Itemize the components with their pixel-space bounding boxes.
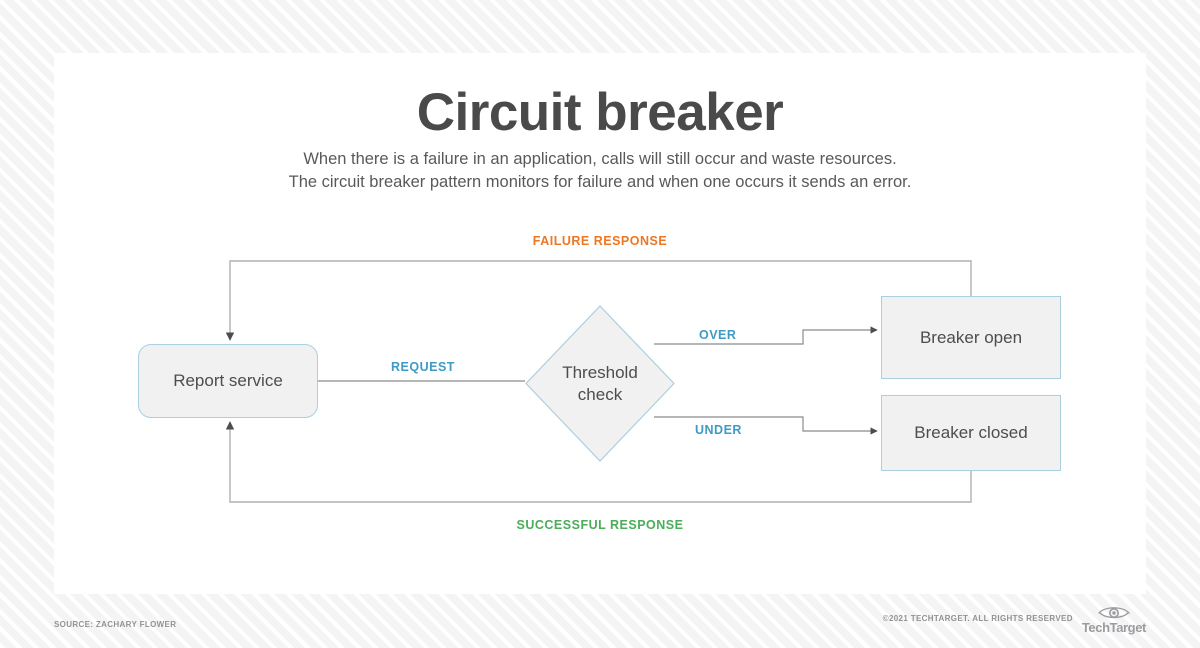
edge-failure-line (225, 260, 972, 341)
footer-right-group: ©2021 TECHTARGET. ALL RIGHTS RESERVED Te… (883, 604, 1146, 634)
node-threshold-check-label-line-1: Threshold (562, 362, 638, 382)
node-threshold-check[interactable]: Threshold check (525, 305, 675, 462)
edge-over-line (654, 326, 878, 345)
node-breaker-closed-label: Breaker closed (914, 423, 1028, 442)
node-breaker-open-label: Breaker open (919, 327, 1023, 347)
subtitle-line-1: When there is a failure in an applicatio… (303, 150, 897, 168)
node-threshold-check-label: Threshold check (525, 305, 675, 462)
source-credit: SOURCE: ZACHARY FLOWER (54, 620, 177, 629)
edge-label-request: REQUEST (391, 360, 455, 374)
edge-under-line (654, 416, 878, 435)
subtitle-line-2: The circuit breaker pattern monitors for… (288, 173, 912, 192)
page-subtitle: When there is a failure in an applicatio… (54, 148, 1146, 195)
techtarget-logo: TechTarget (1082, 604, 1146, 634)
edge-label-failure-response: FAILURE RESPONSE (532, 234, 668, 248)
node-breaker-open[interactable]: Breaker open (881, 296, 1061, 379)
node-report-service[interactable]: Report service (138, 344, 318, 418)
page-title: Circuit breaker (416, 83, 784, 142)
techtarget-wordmark: TechTarget (1081, 620, 1147, 635)
edge-label-over: OVER (699, 328, 737, 342)
node-breaker-closed[interactable]: Breaker closed (881, 395, 1061, 471)
eye-icon (1098, 607, 1130, 619)
edge-label-under: UNDER (695, 423, 742, 437)
edge-successful-line (225, 421, 972, 503)
copyright-text: ©2021 TECHTARGET. ALL RIGHTS RESERVED (882, 613, 1073, 623)
content-card: Circuit breaker When there is a failure … (54, 53, 1146, 594)
circuit-breaker-diagram: Report service Threshold check Breaker o… (54, 53, 1146, 594)
diamond-shape (525, 305, 675, 462)
edge-label-successful-response: SUCCESSFUL RESPONSE (516, 518, 684, 532)
connector-lines (225, 260, 972, 503)
node-threshold-check-label-line-2: check (577, 384, 623, 404)
node-report-service-label: Report service (173, 371, 283, 390)
